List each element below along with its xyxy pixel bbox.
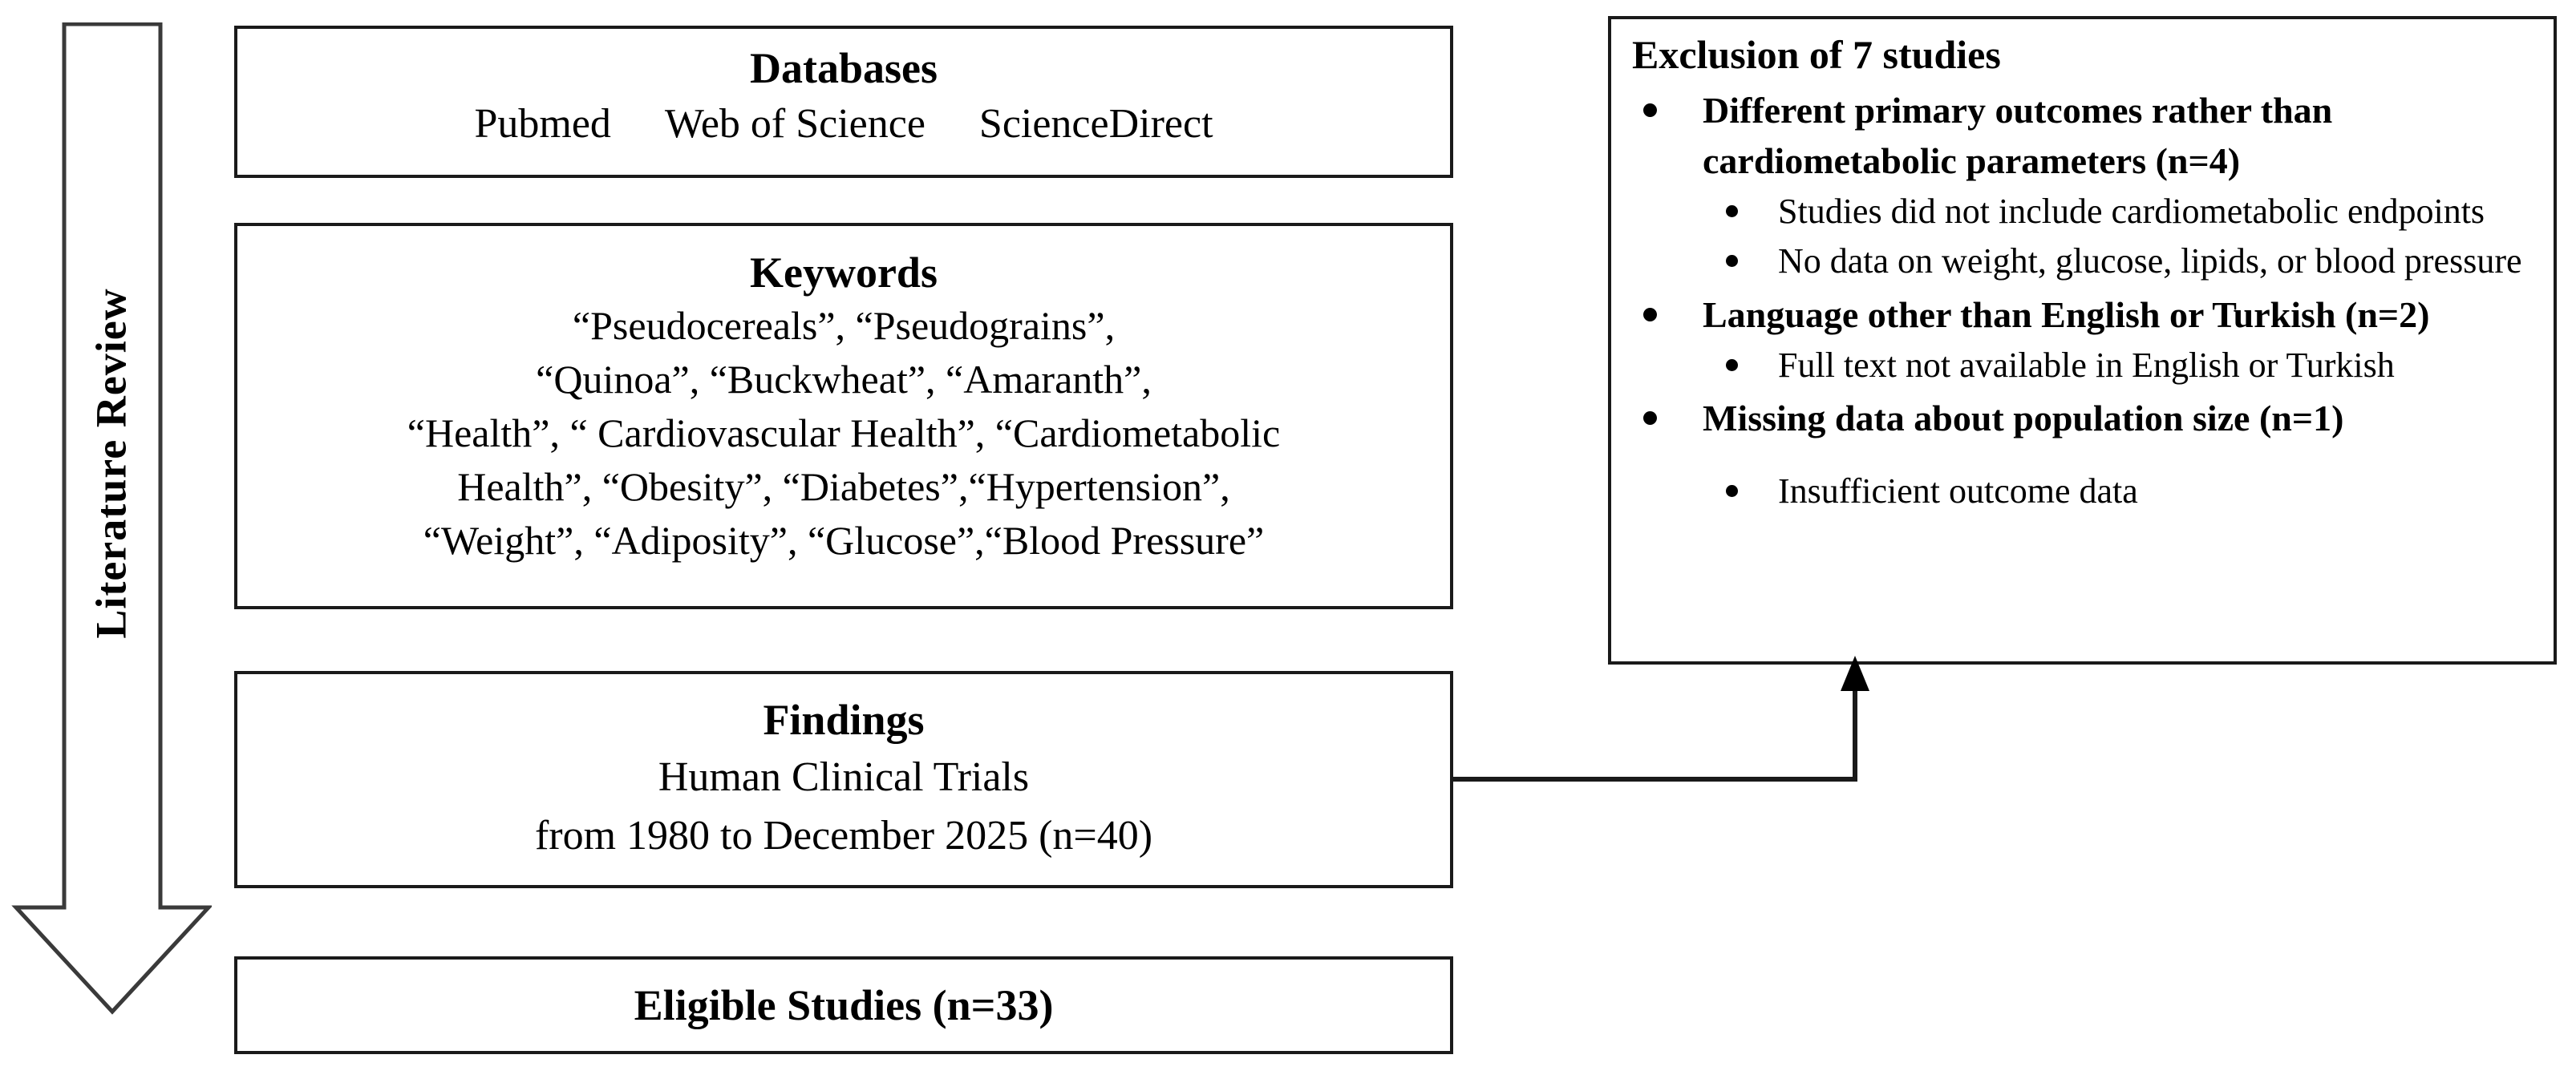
databases-list: Pubmed Web of Science ScienceDirect: [237, 98, 1450, 150]
exclusion-item: No data on weight, glucose, lipids, or b…: [1611, 237, 2546, 285]
keywords-line-5: “Weight”, “Adiposity”, “Glucose”,“Blood …: [423, 517, 1265, 563]
findings-content: Findings Human Clinical Trials from 1980…: [237, 693, 1450, 866]
keywords-line-4: Health”, “Obesity”, “Diabetes”,“Hyperten…: [457, 463, 1230, 509]
exclusion-item: Different primary outcomes rather than c…: [1611, 85, 2546, 186]
exclusion-list: Different primary outcomes rather than c…: [1611, 82, 2546, 515]
eligible-studies-box: Eligible Studies (n=33): [234, 956, 1453, 1054]
exclusion-item-text: Language other than English or Turkish (…: [1703, 293, 2430, 335]
findings-to-exclusion-connector: [1450, 641, 1883, 802]
connector-line: [1452, 677, 1857, 782]
exclusion-item: Studies did not include cardiometabolic …: [1611, 188, 2546, 236]
bullet-icon: [1643, 307, 1657, 321]
keywords-line-3: “Health”, “ Cardiovascular Health”, “Car…: [407, 410, 1281, 455]
findings-title: Findings: [763, 696, 925, 744]
keywords-title: Keywords: [750, 249, 938, 297]
findings-box: Findings Human Clinical Trials from 1980…: [234, 671, 1453, 888]
keywords-content: Keywords “Pseudocereals”, “Pseudograins”…: [237, 247, 1450, 568]
exclusion-item-text: Insufficient outcome data: [1778, 471, 2138, 511]
exclusion-box: Exclusion of 7 studies Different primary…: [1608, 16, 2557, 665]
connector-arrowhead-icon: [1841, 656, 1869, 691]
keywords-box: Keywords “Pseudocereals”, “Pseudograins”…: [234, 223, 1453, 609]
bullet-icon: [1726, 205, 1738, 218]
bullet-icon: [1726, 484, 1738, 497]
exclusion-item-text: Full text not available in English or Tu…: [1778, 345, 2395, 385]
exclusion-item-text: No data on weight, glucose, lipids, or b…: [1778, 241, 2522, 281]
findings-line-1: Human Clinical Trials: [658, 754, 1030, 800]
block-arrow-shape: [11, 22, 212, 1015]
exclusion-item: Full text not available in English or Tu…: [1611, 341, 2546, 390]
exclusion-item: Language other than English or Turkish (…: [1611, 289, 2546, 340]
bullet-icon: [1643, 103, 1657, 117]
exclusion-item: Missing data about population size (n=1): [1611, 393, 2546, 443]
exclusion-item-text: Different primary outcomes rather than c…: [1703, 90, 2333, 182]
databases-content: Databases Pubmed Web of Science ScienceD…: [237, 43, 1450, 150]
exclusion-item: Insufficient outcome data: [1611, 467, 2546, 515]
literature-review-arrow: [11, 22, 212, 1015]
bullet-icon: [1726, 358, 1738, 371]
exclusion-item-text: Missing data about population size (n=1): [1703, 397, 2344, 438]
eligible-studies-content: Eligible Studies (n=33): [237, 981, 1450, 1029]
database-item-web-of-science: Web of Science: [664, 100, 925, 147]
findings-line-2: from 1980 to December 2025 (n=40): [534, 813, 1153, 859]
exclusion-item-text: Studies did not include cardiometabolic …: [1778, 192, 2485, 232]
exclusion-title: Exclusion of 7 studies: [1632, 32, 2001, 77]
keywords-line-2: “Quinoa”, “Buckwheat”, “Amaranth”,: [536, 356, 1152, 402]
database-item-sciencedirect: ScienceDirect: [978, 100, 1213, 147]
bullet-icon: [1643, 410, 1657, 425]
databases-title: Databases: [749, 44, 938, 92]
database-item-pubmed: Pubmed: [474, 100, 611, 147]
bullet-icon: [1726, 255, 1738, 268]
eligible-studies-title: Eligible Studies (n=33): [634, 981, 1054, 1029]
keywords-line-1: “Pseudocereals”, “Pseudograins”,: [572, 302, 1116, 348]
databases-box: Databases Pubmed Web of Science ScienceD…: [234, 26, 1453, 178]
